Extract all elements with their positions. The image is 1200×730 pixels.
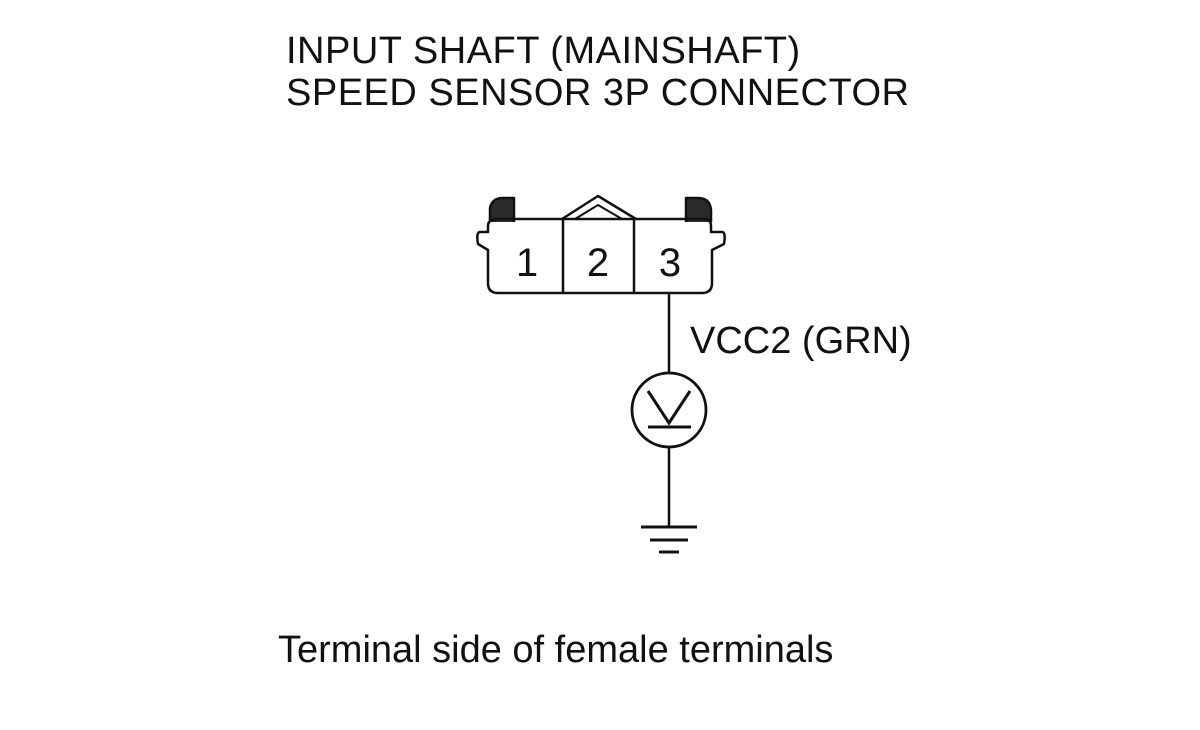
- connector-3p: [476, 194, 726, 295]
- voltmeter-v-glyph: [646, 390, 692, 426]
- terminal-number-1: 1: [516, 241, 538, 285]
- wire-label: VCC2 (GRN): [690, 320, 912, 362]
- connector-top-tab-inner: [574, 204, 623, 220]
- connector-top-tab: [561, 194, 637, 221]
- ground-icon: [641, 525, 697, 554]
- terminal-number-3: 3: [659, 241, 681, 285]
- connector-right-latch: [684, 196, 713, 222]
- connector-view-caption: Terminal side of female terminals: [278, 629, 834, 671]
- connector-body: [476, 217, 726, 295]
- title-line-1: INPUT SHAFT (MAINSHAFT): [286, 30, 801, 72]
- title-line-2: SPEED SENSOR 3P CONNECTOR: [286, 72, 910, 114]
- voltmeter-icon: [630, 371, 708, 449]
- terminal-number-2: 2: [587, 241, 609, 285]
- connector-left-latch: [488, 196, 516, 222]
- diagram-title: INPUT SHAFT (MAINSHAFT) SPEED SENSOR 3P …: [286, 30, 909, 114]
